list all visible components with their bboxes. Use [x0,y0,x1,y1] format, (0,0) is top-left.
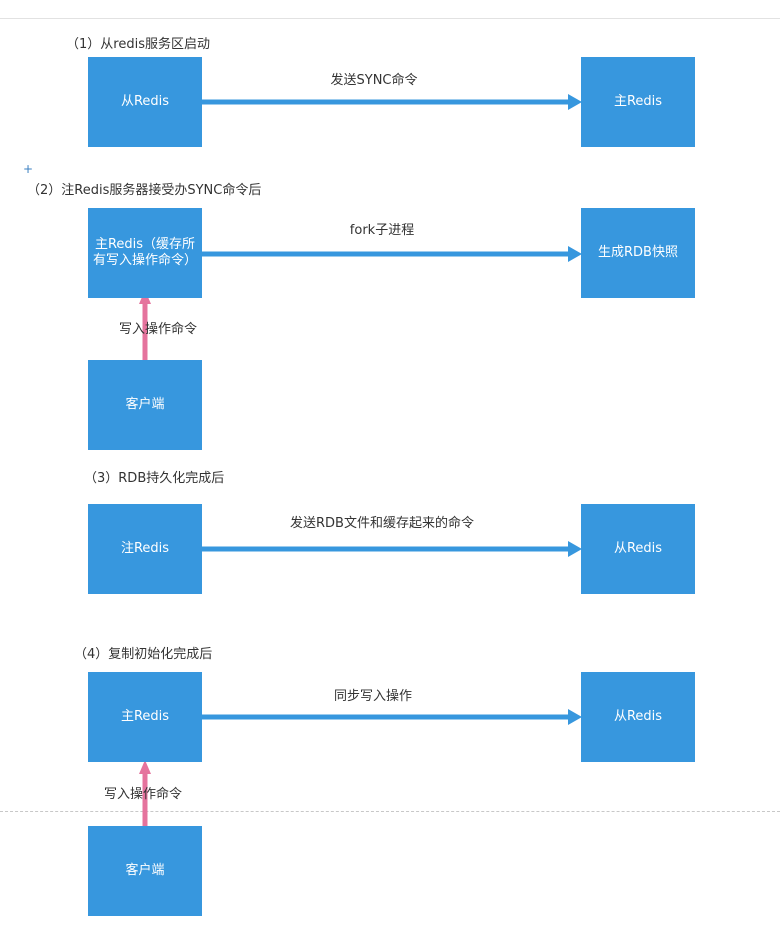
master-redis-cache-box: 主Redis（缓存所有写入操作命令） [88,208,202,298]
arrow-client-write-2 [139,760,151,830]
slave-redis-box-4: 从Redis [581,672,695,762]
section-4-heading: （4）复制初始化完成后 [74,647,213,662]
plus-marker: + [23,162,34,176]
section-1-heading: （1）从redis服务区启动 [66,37,210,52]
slave-redis-box-3: 从Redis [581,504,695,594]
client-box-1: 客户端 [88,360,202,450]
master-redis-box-4: 主Redis [88,672,202,762]
client-write-label-1: 写入操作命令 [118,322,198,337]
sync-write-label: 同步写入操作 [333,689,413,704]
page-break-divider [0,811,780,812]
top-divider [0,18,780,19]
arrow-fork [202,246,582,262]
client-write-label-2: 写入操作命令 [103,787,183,802]
fork-label: fork子进程 [349,223,415,238]
section-2-heading: （2）注Redis服务器接受办SYNC命令后 [27,183,262,198]
arrow-sync-write [202,709,582,725]
client-box-2: 客户端 [88,826,202,916]
sync-label: 发送SYNC命令 [330,73,418,88]
master-redis-box: 主Redis [581,57,695,147]
arrow-send-rdb [202,541,582,557]
rdb-snapshot-box: 生成RDB快照 [581,208,695,298]
arrow-sync [202,94,582,110]
send-rdb-label: 发送RDB文件和缓存起来的命令 [290,516,474,531]
section-3-heading: （3）RDB持久化完成后 [84,471,225,486]
master-redis-box-3: 注Redis [88,504,202,594]
slave-redis-box: 从Redis [88,57,202,147]
